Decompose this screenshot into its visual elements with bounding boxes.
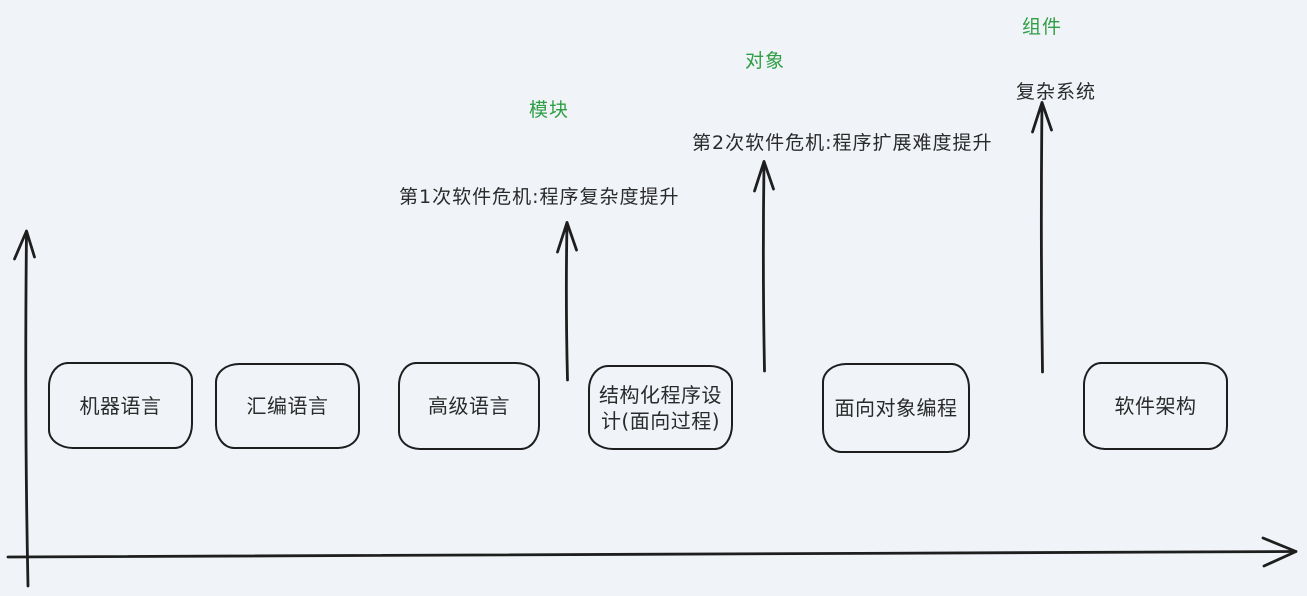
stage-box-label: 汇编语言 [246,394,329,418]
stage-box-label: 高级语言 [428,394,510,418]
y-axis-arrowhead-icon [13,229,36,261]
crisis-arrow-2-line [761,161,766,373]
stage-box-high-level-language: 高级语言 [398,362,540,450]
stage-box-label: 面向对象编程 [834,396,958,420]
crisis-arrow-3-head-icon [1031,101,1053,134]
crisis-arrow-1-head-icon [556,221,578,254]
stage-box-structured-programming: 结构化程序设 计(面向过程) [588,365,733,450]
y-axis-line [24,230,30,588]
x-axis-line [6,550,1296,559]
annotation-second-software-crisis: 第2次软件危机:程序扩展难度提升 [692,132,993,154]
annotation-first-software-crisis: 第1次软件危机:程序复杂度提升 [399,186,680,208]
concept-label-component: 组件 [1022,16,1063,38]
stage-box-label: 机器语言 [79,393,162,418]
stage-box-label-line2: 计(面向过程) [600,408,721,433]
stage-box-label-line1: 结构化程序设 [599,382,722,407]
crisis-arrow-1-line [564,222,569,382]
stage-box-assembly-language: 汇编语言 [215,363,360,449]
stage-box-label: 结构化程序设 计(面向过程) [599,382,722,434]
annotation-complex-system: 复杂系统 [1016,81,1097,103]
concept-label-module: 模块 [529,99,570,121]
stage-box-label: 软件架构 [1114,394,1197,418]
concept-label-object: 对象 [745,50,786,72]
stage-box-software-architecture: 软件架构 [1083,362,1228,450]
stage-box-machine-language: 机器语言 [48,362,193,449]
crisis-arrow-2-head-icon [753,160,775,193]
stage-box-object-oriented-programming: 面向对象编程 [822,363,970,453]
x-axis-arrowhead-icon [1261,536,1298,568]
crisis-arrow-3-line [1039,102,1044,374]
